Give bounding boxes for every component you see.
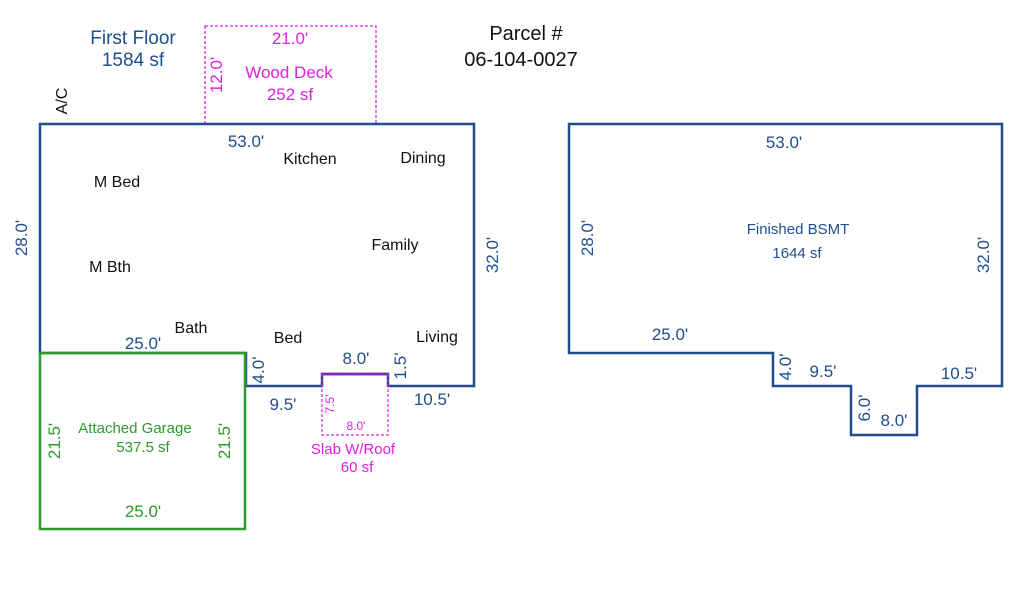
garage-outline xyxy=(38,351,247,531)
basement-outline xyxy=(567,122,1004,437)
floor-name: First Floor xyxy=(90,28,176,49)
ff-bottom-right-dim: 10.5' xyxy=(414,390,450,409)
wood-deck-outline xyxy=(204,25,377,125)
slab-width-dim: 8.0' xyxy=(347,419,366,433)
ff-left-dim: 28.0' xyxy=(12,220,31,256)
garage-label: Attached Garage xyxy=(78,420,191,437)
bsmt-notch-width-dim: 8.0' xyxy=(881,411,908,430)
slab-depth-dim: 7.5' xyxy=(323,395,337,414)
ff-step-down-dim: 4.0' xyxy=(249,357,268,384)
room-bed: Bed xyxy=(274,330,302,347)
bsmt-area: 1644 sf xyxy=(772,245,822,262)
floor-area: 1584 sf xyxy=(102,50,165,71)
slab-label: Slab W/Roof xyxy=(311,441,396,458)
bsmt-bottom-right-dim: 10.5' xyxy=(941,364,977,383)
slab-area: 60 sf xyxy=(341,459,374,476)
bsmt-notch-depth-dim: 6.0' xyxy=(855,395,874,422)
garage-right-dim: 21.5' xyxy=(215,423,234,459)
ff-slab-side-dim: 1.5' xyxy=(391,353,410,380)
garage-bottom-dim: 25.0' xyxy=(125,502,161,521)
ff-right-dim: 32.0' xyxy=(483,237,502,273)
parcel-number: 06-104-0027 xyxy=(464,49,577,71)
ff-slab-top-dim: 8.0' xyxy=(343,349,370,368)
ff-bottom-left-dim: 25.0' xyxy=(125,334,161,353)
bsmt-step-run-dim: 9.5' xyxy=(810,362,837,381)
room-m-bed: M Bed xyxy=(94,174,140,191)
bsmt-bottom-left-dim: 25.0' xyxy=(652,325,688,344)
room-dining: Dining xyxy=(400,150,445,167)
parcel-label: Parcel # xyxy=(489,23,563,45)
deck-label: Wood Deck xyxy=(245,63,333,82)
ff-step-run-dim: 9.5' xyxy=(270,395,297,414)
slab-outline xyxy=(321,374,389,436)
deck-depth-dim: 12.0' xyxy=(207,57,226,93)
ac-label: A/C xyxy=(54,88,71,115)
ff-top-dim: 53.0' xyxy=(228,132,264,151)
garage-area: 537.5 sf xyxy=(116,439,170,456)
deck-area: 252 sf xyxy=(267,85,314,104)
bsmt-left-dim: 28.0' xyxy=(578,220,597,256)
room-m-bth: M Bth xyxy=(89,259,131,276)
room-kitchen: Kitchen xyxy=(283,151,336,168)
bsmt-step-down-dim: 4.0' xyxy=(776,354,795,381)
bsmt-top-dim: 53.0' xyxy=(766,133,802,152)
garage-left-dim: 21.5' xyxy=(45,423,64,459)
bsmt-right-dim: 32.0' xyxy=(974,237,993,273)
deck-width-dim: 21.0' xyxy=(272,29,308,48)
room-bath: Bath xyxy=(175,320,208,337)
room-family: Family xyxy=(371,237,418,254)
room-living: Living xyxy=(416,329,458,346)
bsmt-label: Finished BSMT xyxy=(747,221,850,238)
